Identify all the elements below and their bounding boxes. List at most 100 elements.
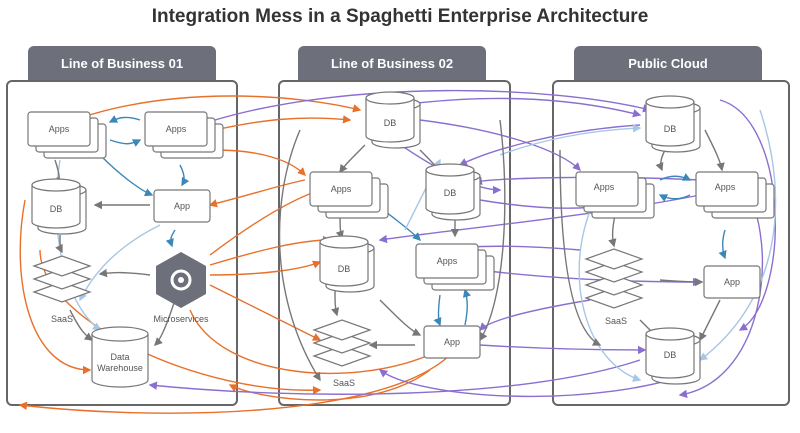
edge-light-blue bbox=[578, 189, 642, 382]
microservices-node: Microservices bbox=[153, 252, 209, 324]
db-label: DB bbox=[664, 124, 677, 134]
data-warehouse-label-line2: Warehouse bbox=[97, 363, 143, 373]
edge-blue bbox=[659, 173, 692, 181]
edge-orange bbox=[208, 179, 306, 208]
app-label: App bbox=[724, 277, 740, 287]
db-label: DB bbox=[664, 350, 677, 360]
apps-label: Apps bbox=[437, 256, 458, 266]
edge-purple bbox=[148, 359, 641, 395]
edge-purple bbox=[214, 89, 652, 121]
edge-light-blue bbox=[79, 224, 161, 302]
edge-gray bbox=[479, 119, 506, 342]
saas-stack-node: SaaS bbox=[584, 248, 644, 326]
edge-gray bbox=[655, 149, 666, 172]
edge-gray bbox=[69, 309, 94, 341]
apps-label: Apps bbox=[331, 184, 352, 194]
gear-icon bbox=[170, 269, 192, 291]
panel-line-of-business-01 bbox=[6, 80, 238, 406]
apps-node: Apps bbox=[415, 243, 495, 291]
edge-blue bbox=[108, 115, 141, 123]
edge-orange bbox=[209, 260, 322, 276]
saas-label: SaaS bbox=[605, 316, 627, 326]
app-node: App bbox=[703, 265, 761, 299]
panel-public-cloud bbox=[552, 80, 790, 406]
edge-gray bbox=[278, 129, 321, 382]
edge-blue bbox=[99, 154, 154, 197]
db-label: DB bbox=[444, 188, 457, 198]
app-label: App bbox=[174, 201, 190, 211]
panel-tab-public-cloud: Public Cloud bbox=[574, 46, 762, 80]
apps-label: Apps bbox=[715, 182, 736, 192]
panel-tab-line-of-business-01: Line of Business 01 bbox=[28, 46, 216, 80]
app-node: App bbox=[423, 325, 481, 359]
edge-gray bbox=[659, 277, 704, 287]
edge-purple bbox=[399, 97, 642, 118]
db-node: DB bbox=[319, 235, 375, 293]
edge-light-blue bbox=[698, 109, 777, 361]
edge-gray bbox=[559, 149, 602, 346]
data-warehouse-node: Data Warehouse bbox=[91, 326, 149, 388]
db-node: DB bbox=[31, 178, 87, 235]
db-node: DB bbox=[425, 163, 481, 221]
edge-purple bbox=[378, 194, 701, 244]
apps-node: Apps bbox=[309, 171, 389, 219]
edge-gray bbox=[379, 299, 422, 336]
apps-label: Apps bbox=[49, 124, 70, 134]
edge-gray bbox=[699, 299, 721, 342]
db-node: DB bbox=[645, 95, 701, 153]
edge-purple bbox=[378, 369, 701, 398]
edge-orange bbox=[228, 369, 431, 401]
edge-blue bbox=[165, 229, 176, 248]
edge-blue bbox=[433, 294, 442, 327]
edge-orange bbox=[214, 149, 306, 176]
saas-stack-node: SaaS bbox=[32, 255, 92, 324]
edge-orange bbox=[214, 115, 352, 131]
apps-node: Apps bbox=[695, 171, 775, 219]
edge-blue bbox=[109, 139, 142, 147]
db-label: DB bbox=[338, 264, 351, 274]
edge-purple bbox=[479, 269, 702, 287]
edge-light-blue bbox=[499, 124, 642, 156]
edge-gray bbox=[608, 214, 617, 248]
edge-purple bbox=[458, 124, 641, 166]
apps-label: Apps bbox=[594, 182, 615, 192]
edge-orange bbox=[189, 309, 442, 375]
edge-orange bbox=[79, 95, 362, 119]
gear-icon bbox=[178, 277, 184, 283]
edge-gray bbox=[339, 144, 366, 174]
db-label: DB bbox=[384, 118, 397, 128]
panel-tab-line-of-business-02: Line of Business 02 bbox=[298, 46, 486, 80]
edge-orange bbox=[19, 199, 92, 375]
app-node: App bbox=[153, 189, 211, 223]
saas-label: SaaS bbox=[51, 314, 73, 324]
apps-label: Apps bbox=[166, 124, 187, 134]
db-node: DB bbox=[365, 91, 421, 149]
edge-gray bbox=[98, 268, 151, 278]
db-label: DB bbox=[50, 204, 63, 214]
edge-purple bbox=[419, 119, 581, 171]
apps-node: Apps bbox=[27, 111, 107, 159]
saas-stack-node: SaaS bbox=[312, 319, 372, 388]
saas-label: SaaS bbox=[333, 378, 355, 388]
edge-gray bbox=[331, 289, 340, 317]
edge-orange bbox=[209, 188, 322, 256]
edge-purple bbox=[479, 344, 647, 355]
apps-node: Apps bbox=[144, 111, 224, 159]
edge-orange bbox=[18, 354, 451, 414]
edge-blue bbox=[658, 194, 691, 202]
edge-orange bbox=[209, 284, 322, 341]
edge-gray bbox=[154, 299, 176, 346]
edge-orange bbox=[209, 235, 332, 266]
edge-blue bbox=[179, 164, 190, 187]
data-warehouse-label-line1: Data bbox=[110, 352, 129, 362]
edge-purple bbox=[479, 299, 591, 331]
edge-blue bbox=[462, 288, 472, 326]
microservices-label: Microservices bbox=[153, 314, 209, 324]
diagram-title: Integration Mess in a Spaghetti Enterpri… bbox=[151, 6, 649, 27]
db-node: DB bbox=[645, 327, 701, 385]
edge-blue bbox=[718, 229, 727, 260]
edge-gray bbox=[704, 129, 725, 172]
edge-gray bbox=[55, 234, 63, 254]
app-label: App bbox=[444, 337, 460, 347]
